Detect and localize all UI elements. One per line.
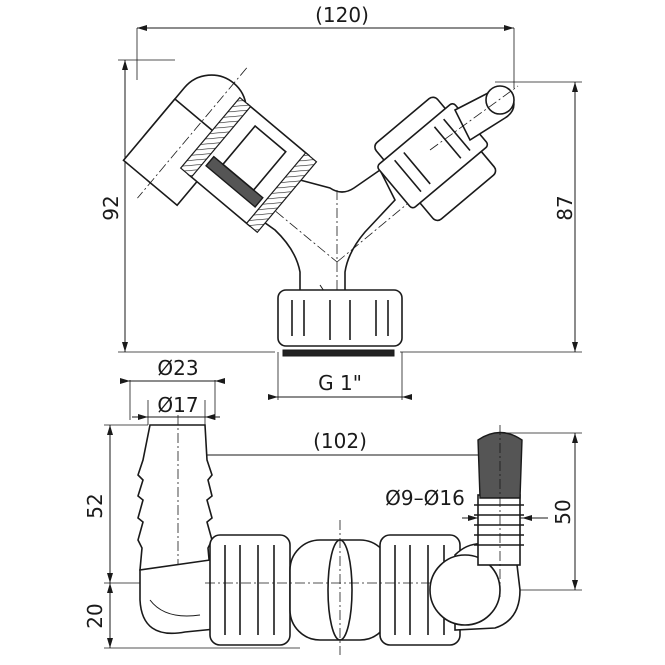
outer-diameter-dimension: Ø23 bbox=[120, 356, 225, 420]
hose-range-dimension: Ø9–Ø16 bbox=[385, 486, 548, 521]
left-height-dimensions: 52 20 bbox=[83, 424, 300, 649]
right-height-dimension: 87 bbox=[400, 81, 582, 353]
left-height-dimension: 92 bbox=[99, 59, 275, 353]
width-dimension-label: (120) bbox=[315, 3, 369, 27]
right-height-label: 50 bbox=[551, 499, 575, 524]
right-nozzle-assembly bbox=[429, 425, 524, 631]
hose-range-label: Ø9–Ø16 bbox=[385, 486, 465, 510]
base-height-label: 20 bbox=[83, 603, 107, 628]
spacing-dimension-label: (102) bbox=[313, 429, 367, 453]
right-nozzle bbox=[429, 85, 519, 151]
left-barbed-nozzle bbox=[137, 415, 226, 634]
thread-dimension-label: G 1" bbox=[318, 371, 362, 395]
left-height-label: 52 bbox=[83, 493, 107, 518]
outer-diameter-label: Ø23 bbox=[157, 356, 198, 380]
inner-diameter-label: Ø17 bbox=[157, 393, 198, 417]
inner-diameter-dimension: Ø17 bbox=[132, 393, 220, 425]
bottom-view: Ø23 Ø17 (102) 52 bbox=[83, 356, 582, 655]
left-height-dimension-label: 92 bbox=[99, 195, 123, 220]
union-assembly bbox=[205, 520, 520, 655]
width-dimension: (120) bbox=[136, 3, 515, 88]
y-valve-body bbox=[122, 67, 519, 357]
right-height-dimension-label: 87 bbox=[553, 195, 577, 220]
top-view: (120) 92 87 bbox=[99, 3, 582, 400]
right-height-dimension-bottom: 50 bbox=[505, 432, 582, 591]
base-nut bbox=[277, 289, 403, 357]
left-union-nut bbox=[179, 96, 318, 234]
thread-dimension: G 1" bbox=[268, 352, 412, 400]
spacing-dimension: (102) bbox=[178, 429, 498, 458]
